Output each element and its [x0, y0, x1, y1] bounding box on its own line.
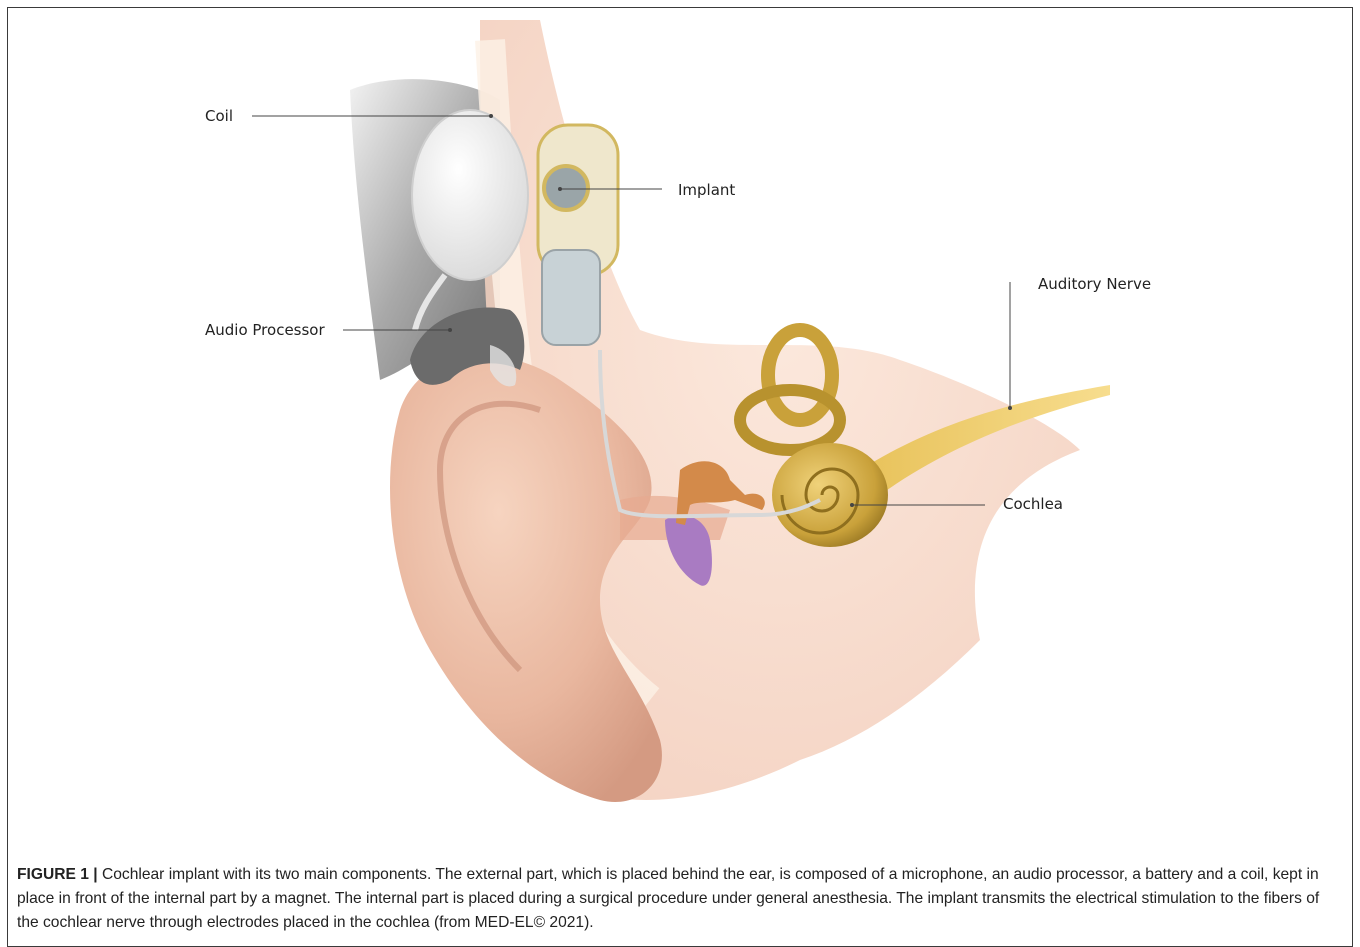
cochlear-implant-illustration	[0, 0, 1360, 840]
implant-magnet	[544, 166, 588, 210]
implant-electronics	[542, 250, 600, 345]
audio-processor-label: Audio Processor	[205, 321, 325, 339]
figure-caption-text: Cochlear implant with its two main compo…	[17, 866, 1319, 931]
cochlea-label: Cochlea	[1003, 495, 1063, 513]
implant-label: Implant	[678, 181, 735, 199]
coil-label: Coil	[205, 107, 233, 125]
figure-caption-label: FIGURE 1 |	[17, 866, 98, 883]
auditory-nerve-label: Auditory Nerve	[1038, 275, 1151, 293]
coil	[412, 110, 528, 280]
figure-caption: FIGURE 1 | Cochlear implant with its two…	[17, 863, 1343, 935]
